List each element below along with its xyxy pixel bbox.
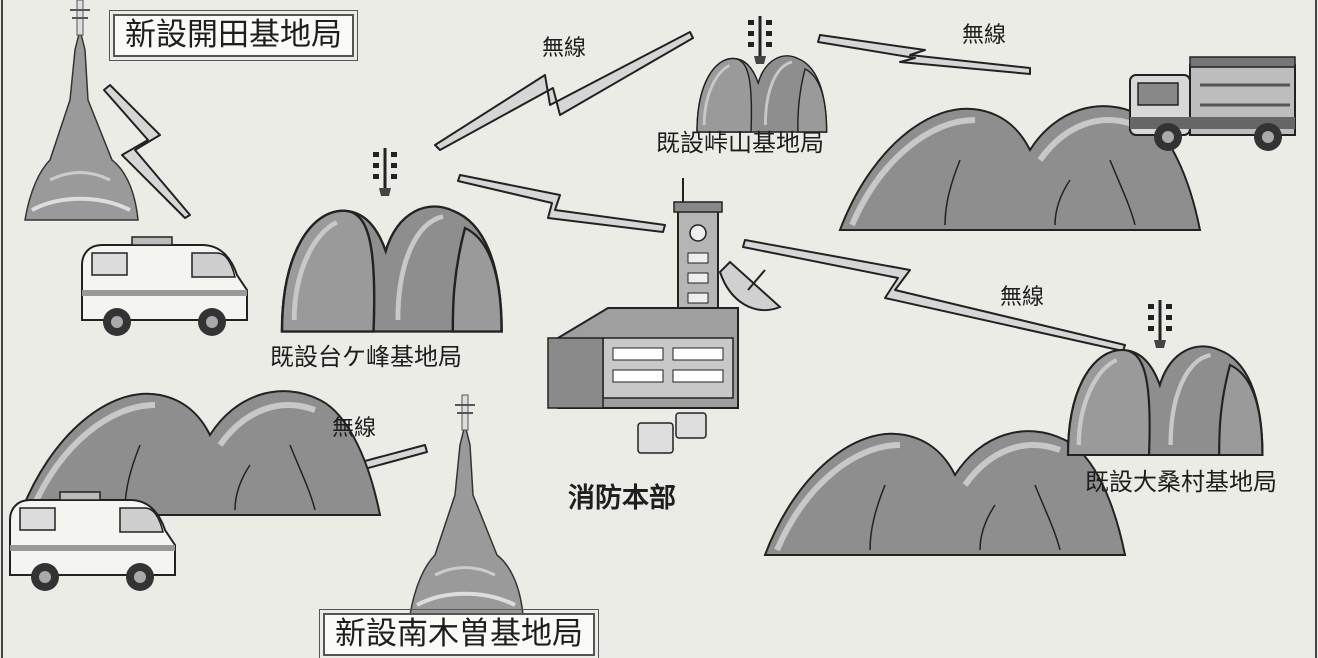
mountain-icon (695, 54, 829, 134)
station-label-daigamine: 既設台ケ峰基地局 (270, 343, 462, 371)
lightning-bolt-icon (457, 174, 666, 233)
station-label-minamikiso: 新設南木曽基地局 (319, 609, 599, 658)
mountain-icon (282, 207, 502, 332)
wireless-label: 無線 (542, 36, 587, 61)
fire-truck-icon (637, 422, 674, 454)
lightning-bolt-icon (434, 31, 694, 151)
station-label-okuwa: 既設大桑村基地局 (1085, 468, 1277, 496)
wireless-label: 無線 (962, 23, 1007, 48)
satellite-dish-icon (718, 260, 782, 312)
ambulance-icon (9, 491, 176, 592)
antenna-tower-icon (1146, 298, 1174, 350)
station-label-kaida: 新設開田基地局 (109, 10, 358, 61)
lightning-bolt-icon (742, 239, 1126, 352)
antenna-tower-icon (371, 146, 399, 198)
fire-truck-icon (1129, 56, 1296, 151)
ambulance-icon (81, 236, 248, 337)
antenna-tower-icon (408, 393, 525, 617)
lightning-bolt-icon (103, 84, 191, 219)
fire-station-building-icon (547, 178, 739, 454)
fire-truck-icon (675, 412, 707, 439)
wireless-label: 無線 (1000, 285, 1045, 310)
mountain-icon (1068, 346, 1262, 455)
lightning-bolt-icon (817, 34, 1031, 75)
wireless-label: 無線 (332, 416, 377, 441)
headquarters-label: 消防本部 (568, 483, 676, 514)
station-label-touge: 既設峠山基地局 (656, 129, 824, 157)
antenna-tower-icon (746, 14, 774, 66)
